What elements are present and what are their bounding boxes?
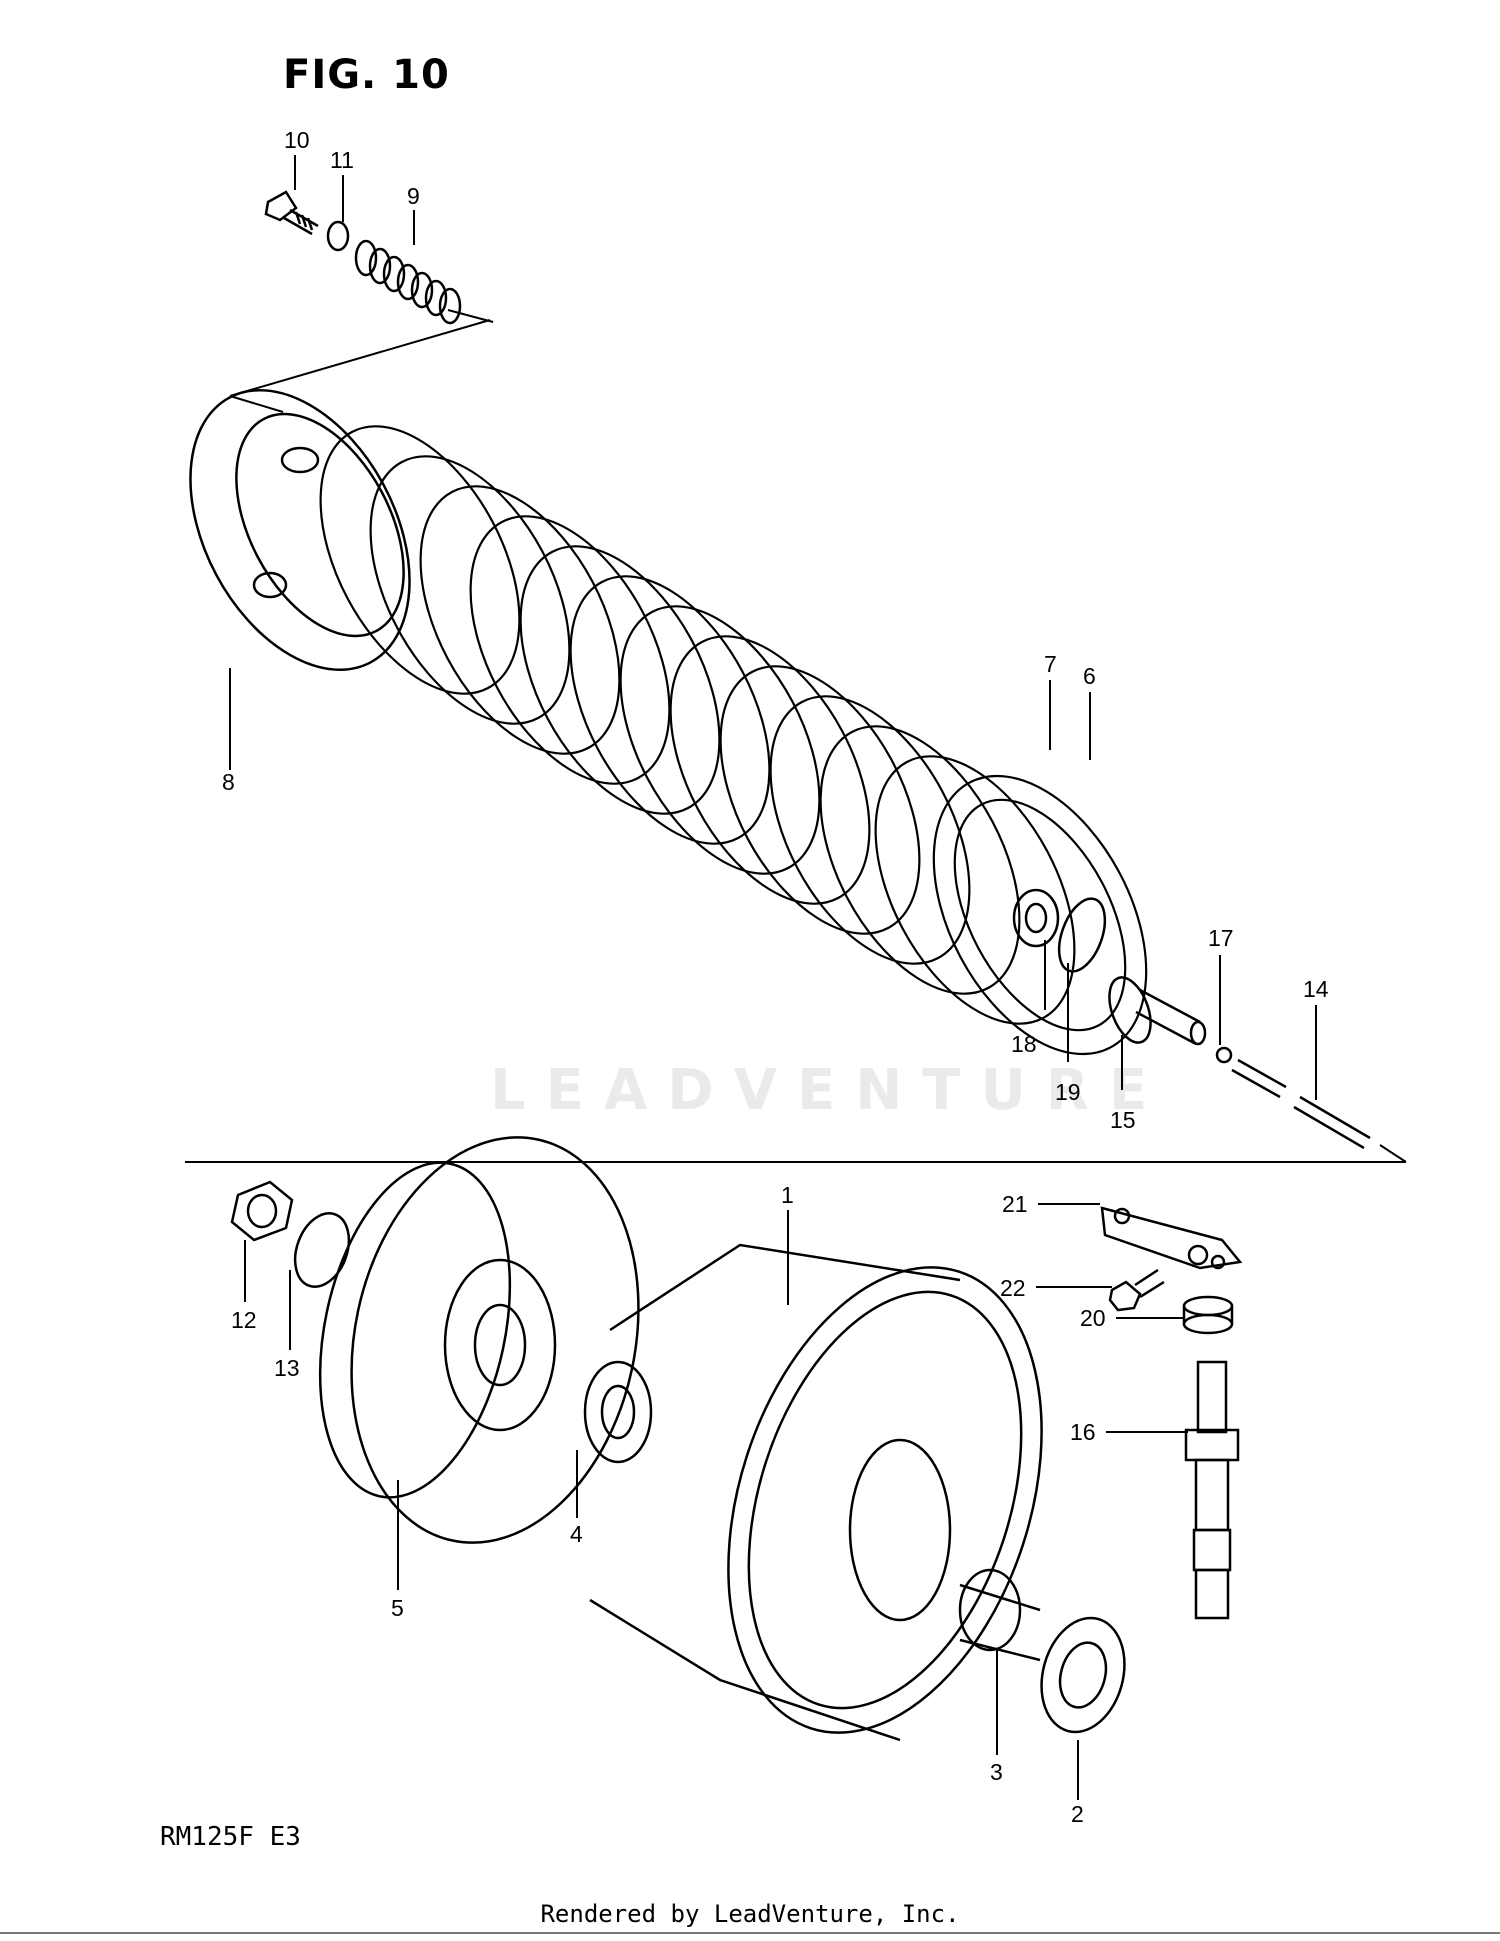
footer-divider <box>0 1932 1500 1934</box>
bolt-10-drawing <box>264 190 319 236</box>
clutch-plate-stack-drawing <box>319 425 1148 1056</box>
callout-13: 13 <box>274 1355 300 1381</box>
callout-labels: 10 11 9 8 7 6 18 19 15 17 14 1 12 13 4 5… <box>222 127 1329 1827</box>
callout-14: 14 <box>1303 976 1329 1002</box>
callout-16: 16 <box>1070 1419 1096 1445</box>
watermark: LEADVENTURE <box>490 1058 1168 1123</box>
washer-18-drawing <box>1012 888 1060 948</box>
clutch-housing-1-drawing <box>589 1243 1043 1742</box>
callout-11: 11 <box>330 147 354 173</box>
leader-lines <box>229 155 1317 1800</box>
footer-credit: Rendered by LeadVenture, Inc. <box>540 1900 960 1928</box>
callout-19: 19 <box>1055 1079 1081 1105</box>
callout-22: 22 <box>1000 1275 1026 1301</box>
callout-1: 1 <box>781 1182 794 1208</box>
callout-15: 15 <box>1110 1107 1136 1133</box>
callout-12: 12 <box>231 1307 257 1333</box>
nut-12-drawing <box>230 1180 294 1242</box>
washer-11-drawing <box>326 220 350 252</box>
washer-4-drawing <box>583 1360 653 1464</box>
release-arm-21-drawing <box>1100 1206 1243 1270</box>
callout-6: 6 <box>1083 663 1096 689</box>
figure-title: FIG. 10 <box>283 52 450 98</box>
spacer-2-drawing <box>1040 1616 1126 1734</box>
rod-14-drawing <box>1231 1058 1371 1150</box>
pressure-plate-8-drawing <box>189 389 411 671</box>
callout-2: 2 <box>1071 1801 1084 1827</box>
callout-8: 8 <box>222 769 235 795</box>
needle-bearing-3-drawing <box>958 1568 1041 1662</box>
spring-9-drawing <box>354 239 462 325</box>
ball-17-drawing <box>1215 1046 1233 1064</box>
callout-20: 20 <box>1080 1305 1106 1331</box>
callout-17: 17 <box>1208 925 1234 951</box>
bolt-22-drawing <box>1108 1268 1165 1312</box>
callout-9: 9 <box>407 183 420 209</box>
washer-13-drawing <box>293 1212 351 1288</box>
oil-seal-20-drawing <box>1182 1295 1234 1335</box>
sleeve-hub-5-drawing <box>318 1136 640 1544</box>
callout-5: 5 <box>391 1595 404 1621</box>
bearing-19-drawing <box>1057 897 1107 973</box>
callout-18: 18 <box>1011 1031 1037 1057</box>
push-piece-15-drawing <box>1108 976 1207 1046</box>
callout-7: 7 <box>1044 651 1057 677</box>
callout-4: 4 <box>570 1521 583 1547</box>
callout-21: 21 <box>1002 1191 1028 1217</box>
callout-3: 3 <box>990 1759 1003 1785</box>
release-shaft-16-drawing <box>1184 1360 1240 1620</box>
model-code: RM125F E3 <box>160 1822 301 1852</box>
callout-10: 10 <box>284 127 310 153</box>
